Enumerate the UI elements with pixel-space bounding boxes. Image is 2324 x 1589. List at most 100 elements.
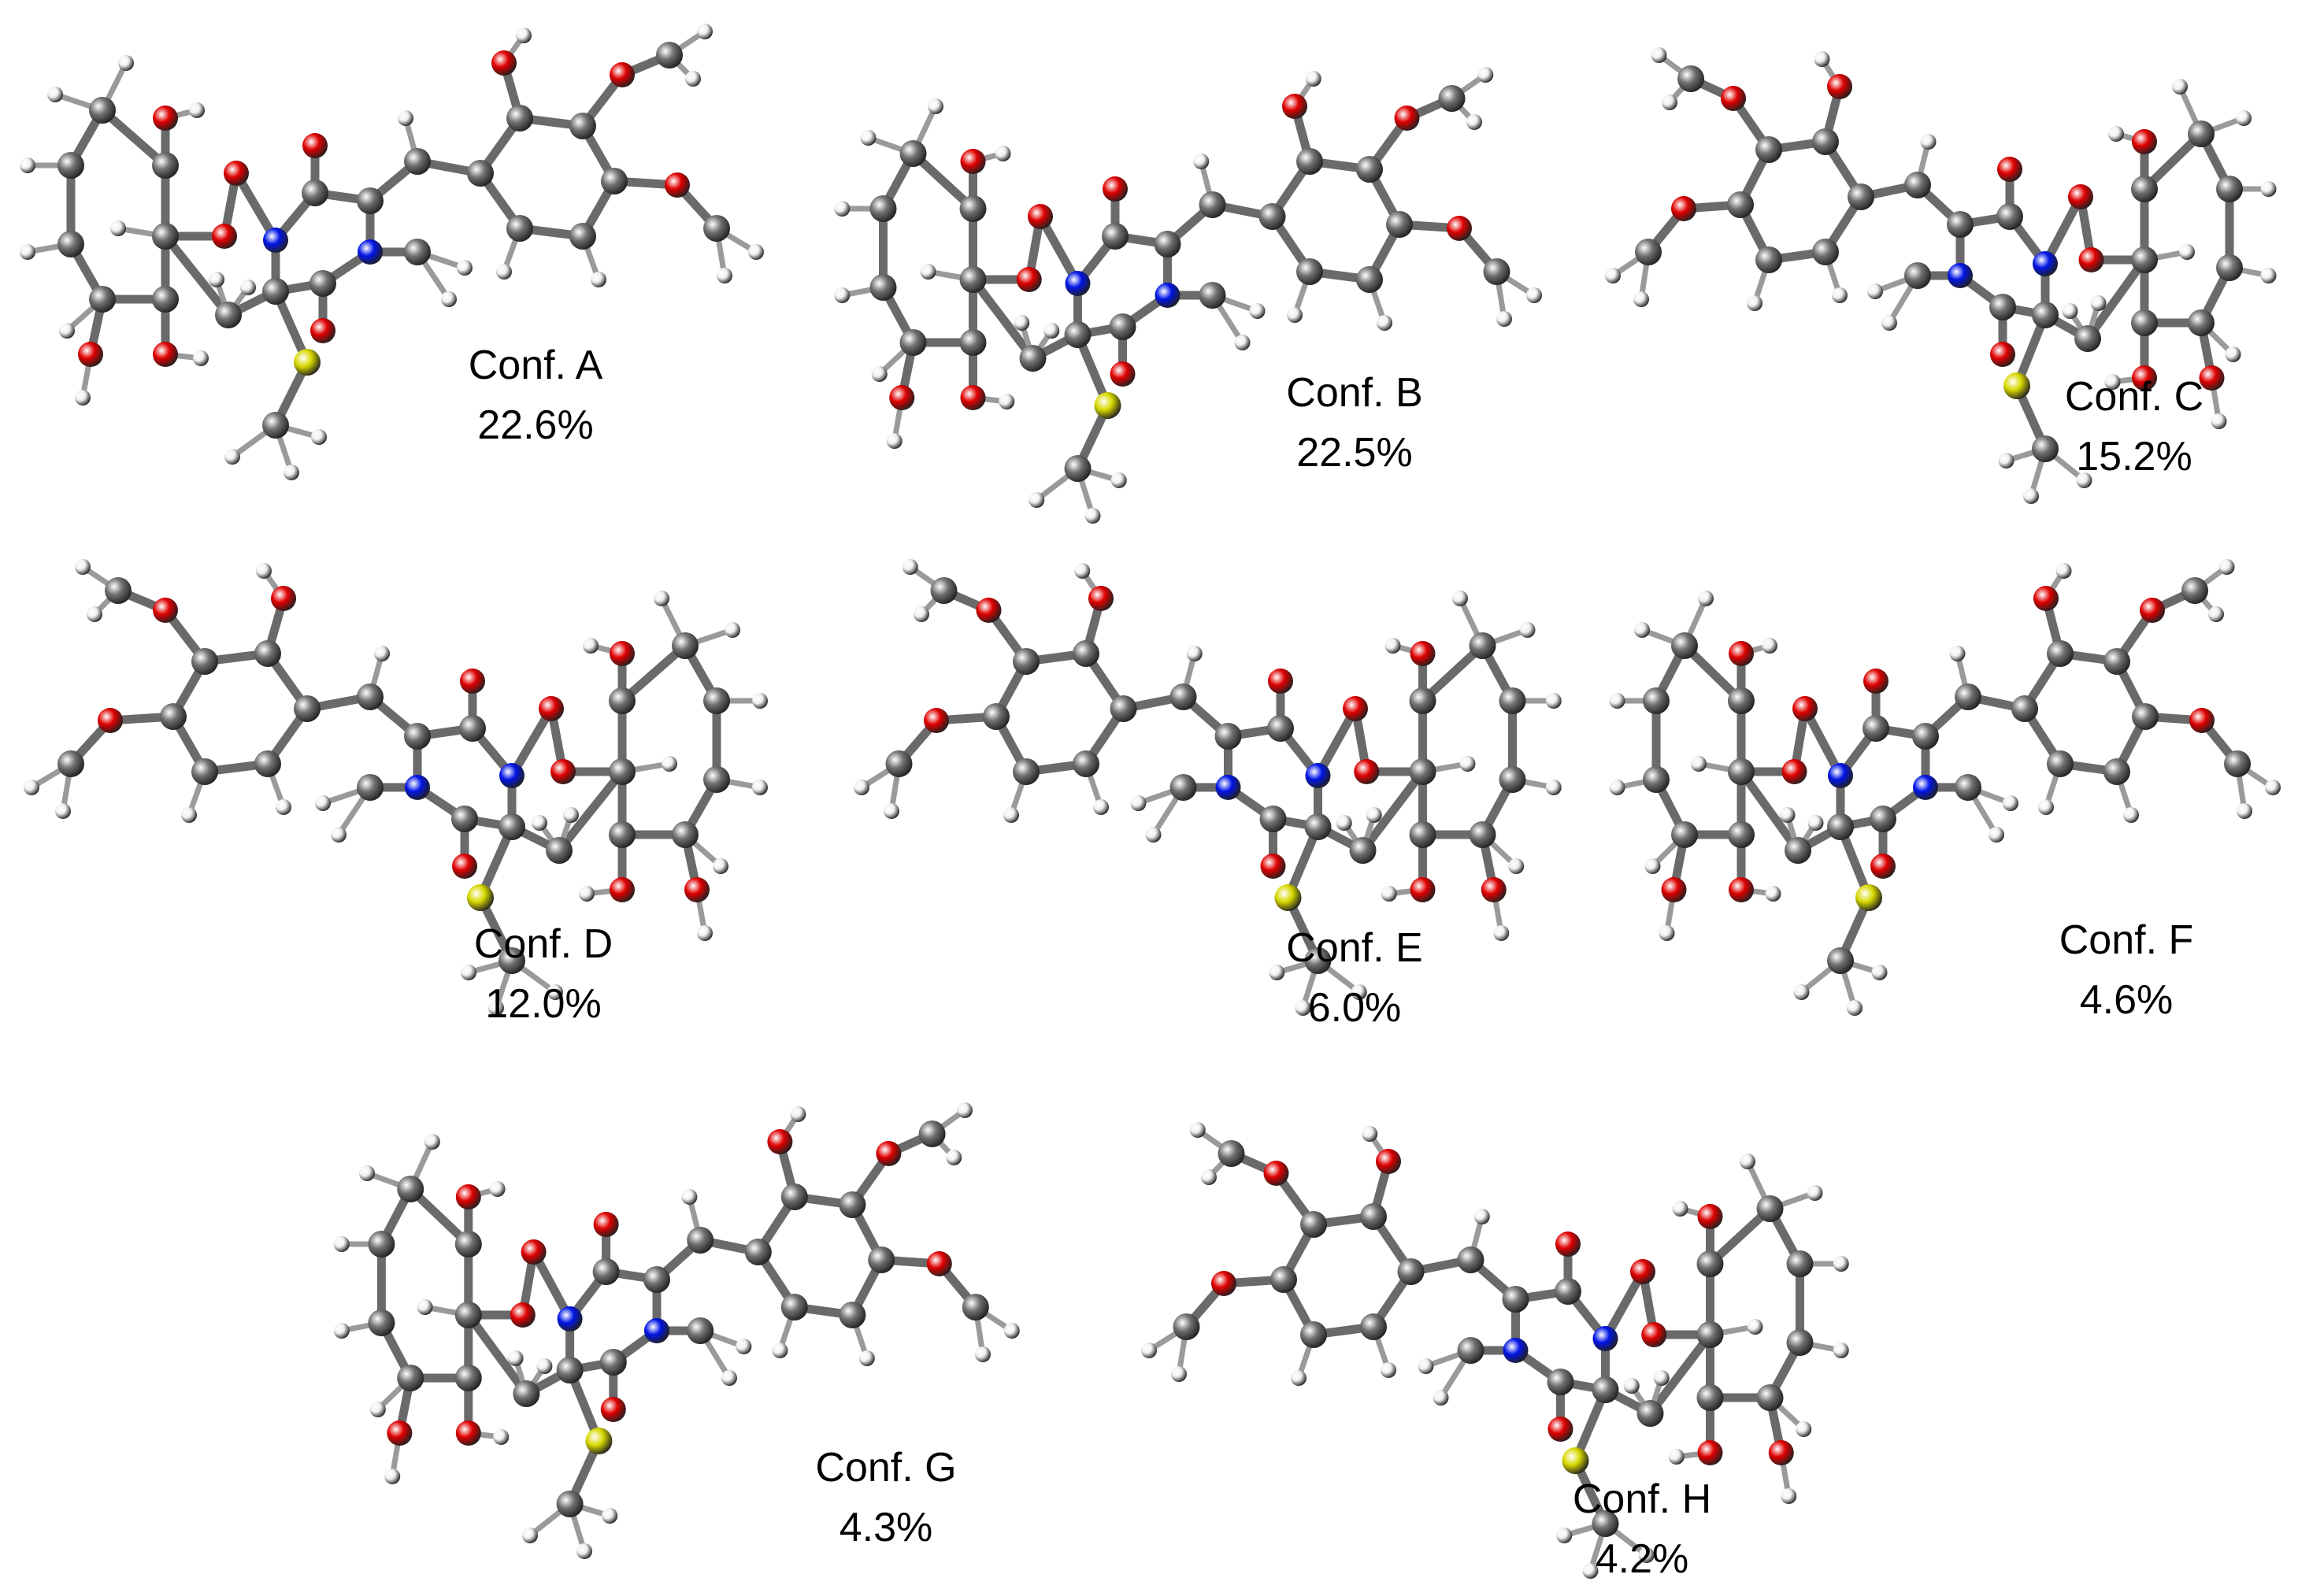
carbon-atom — [1755, 246, 1782, 273]
hydrogen-atom — [1418, 1358, 1434, 1374]
oxygen-atom — [889, 385, 915, 410]
carbon-atom — [152, 223, 179, 250]
hydrogen-atom — [1130, 795, 1147, 811]
carbon-atom — [459, 715, 486, 742]
hydrogen-atom — [975, 1346, 991, 1362]
carbon-atom — [1635, 239, 1662, 265]
carbon-atom — [499, 947, 525, 974]
bond — [464, 1310, 531, 1398]
carbon-atom — [1696, 1321, 1724, 1348]
carbon-atom — [262, 412, 289, 439]
carbon-atom — [2074, 325, 2101, 352]
hydrogen-atom — [240, 280, 256, 295]
hydrogen-atom — [1171, 1366, 1187, 1382]
carbon-atom — [1904, 172, 1931, 198]
oxygen-atom — [510, 1302, 536, 1328]
oxygen-atom — [1792, 696, 1818, 721]
carbon-atom — [1785, 837, 1811, 864]
carbon-atom — [556, 1491, 584, 1517]
sulfur-atom — [1274, 884, 1302, 911]
hydrogen-atom — [1582, 1563, 1599, 1579]
hydrogen-atom — [854, 780, 869, 795]
hydrogen-atom — [583, 638, 599, 654]
carbon-atom — [1073, 640, 1099, 667]
carbon-atom — [1812, 239, 1839, 265]
hydrogen-atom — [1084, 508, 1101, 524]
carbon-atom — [930, 577, 958, 604]
hydrogen-atom — [2172, 79, 2188, 94]
hydrogen-atom — [1074, 563, 1091, 579]
hydrogen-atom — [2260, 268, 2277, 283]
oxygen-atom — [153, 342, 178, 367]
conformer-population: 4.6% — [2079, 977, 2174, 1024]
hydrogen-atom — [2003, 795, 2018, 811]
oxygen-atom — [960, 385, 986, 410]
carbon-atom — [899, 329, 927, 356]
hydrogen-atom — [1807, 815, 1824, 831]
oxygen-atom — [2132, 365, 2157, 391]
hydrogen-atom — [547, 984, 563, 1000]
hydrogen-atom — [1653, 1370, 1670, 1386]
bond — [1036, 212, 1082, 288]
oxygen-atom — [593, 1212, 619, 1237]
nitrogen-atom — [358, 239, 383, 265]
hydrogen-atom — [2076, 472, 2092, 488]
oxygen-atom — [960, 149, 986, 174]
hydrogen-atom — [333, 1236, 350, 1252]
carbon-atom — [672, 821, 699, 848]
oxygen-atom — [1781, 759, 1807, 784]
hydrogen-atom — [1093, 799, 1109, 815]
hydrogen-atom — [946, 1150, 962, 1165]
hydrogen-atom — [2237, 803, 2252, 819]
hydrogen-atom — [2211, 413, 2227, 429]
carbon-atom — [1102, 223, 1129, 250]
oxygen-atom — [1870, 854, 1896, 879]
hydrogen-atom — [333, 1323, 350, 1339]
oxygen-atom — [2068, 184, 2093, 209]
hydrogen-atom — [713, 858, 728, 874]
hydrogen-atom — [685, 71, 701, 87]
hydrogen-atom — [871, 366, 888, 382]
hydrogen-atom — [87, 606, 102, 622]
carbon-atom — [1409, 821, 1436, 848]
carbon-atom — [454, 1302, 482, 1328]
carbon-atom — [404, 723, 431, 750]
carbon-atom — [1755, 136, 1782, 163]
carbon-atom — [1169, 774, 1197, 801]
conformer-e-molecule — [854, 559, 1562, 1016]
carbon-atom — [1154, 231, 1181, 257]
bond — [617, 641, 690, 706]
hydrogen-atom — [886, 433, 903, 449]
oxygen-atom — [926, 1251, 952, 1276]
carbon-atom — [152, 286, 179, 313]
carbon-atom — [506, 215, 533, 242]
carbon-atom — [1547, 1369, 1574, 1395]
hydrogen-atom — [1651, 47, 1667, 63]
hydrogen-atom — [1377, 315, 1392, 331]
hydrogen-atom — [772, 1343, 788, 1358]
hydrogen-atom — [681, 1189, 698, 1205]
hydrogen-atom — [256, 563, 272, 579]
conformer-population: 6.0% — [1307, 985, 1402, 1032]
hydrogen-atom — [118, 55, 134, 71]
oxygen-atom — [2078, 247, 2104, 272]
hydrogen-atom — [457, 260, 473, 276]
carbon-atom — [89, 97, 116, 124]
oxygen-atom — [2033, 586, 2059, 611]
hydrogen-atom — [2179, 244, 2195, 260]
oxygen-atom — [153, 106, 178, 131]
bond — [554, 767, 627, 855]
hydrogen-atom — [493, 1429, 510, 1445]
oxygen-atom — [1997, 157, 2022, 182]
carbon-atom — [1296, 148, 1323, 175]
carbon-atom — [983, 703, 1010, 730]
carbon-atom — [57, 750, 84, 777]
hydrogen-atom — [276, 799, 291, 815]
carbon-atom — [2103, 648, 2130, 675]
carbon-atom — [1727, 191, 1754, 218]
carbon-atom — [513, 1380, 540, 1407]
oxygen-atom — [1016, 267, 1042, 292]
hydrogen-atom — [2090, 295, 2107, 311]
